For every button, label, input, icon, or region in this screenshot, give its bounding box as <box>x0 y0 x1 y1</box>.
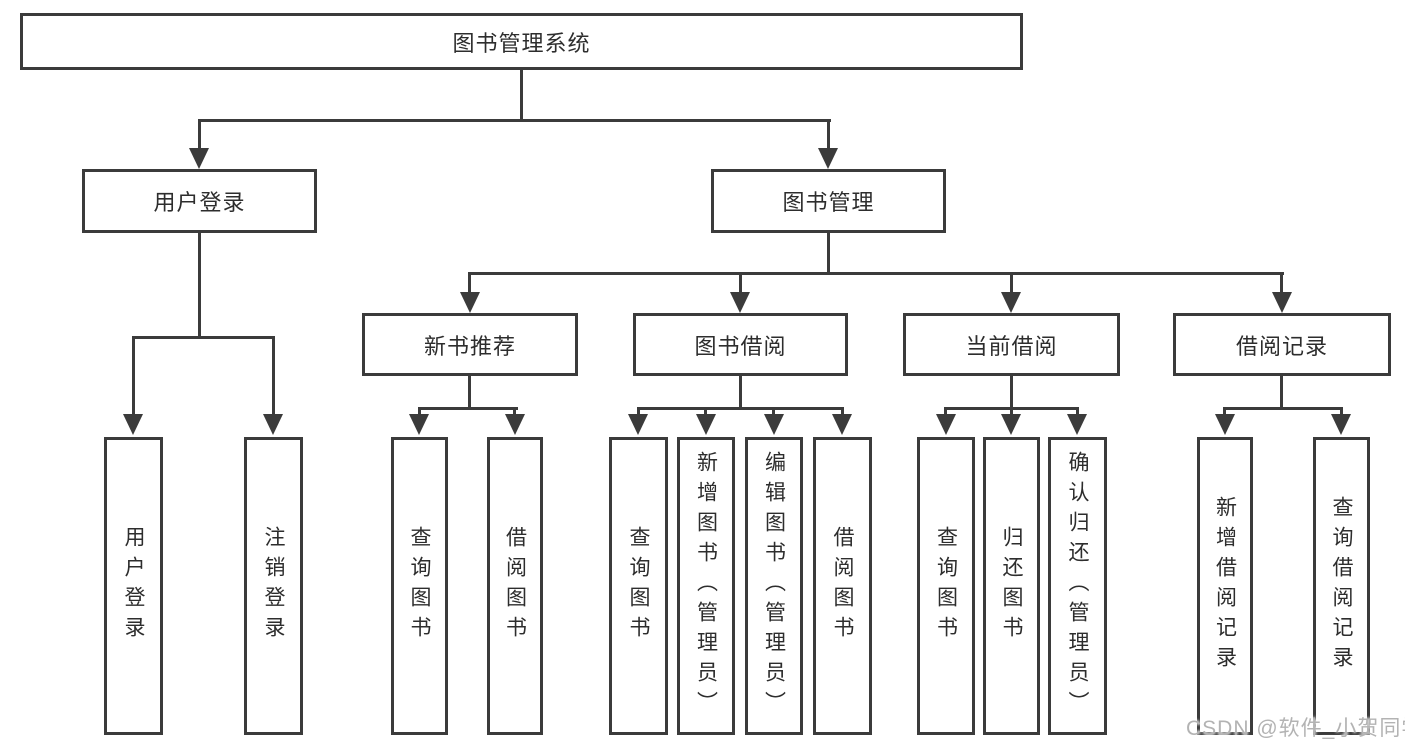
connector-arrow-stem <box>132 336 135 416</box>
connector-current-stem <box>1010 376 1013 410</box>
connector-arrow-stem <box>944 407 947 417</box>
connector-newbook-hline <box>418 407 518 410</box>
connector-arrow-stem <box>1076 407 1079 417</box>
down-arrowhead <box>460 292 480 313</box>
connector-arrow-stem <box>637 407 640 417</box>
down-arrowhead <box>818 148 838 169</box>
leaf-query-books: 查询图书 <box>391 437 448 735</box>
connector-login-hline <box>132 336 275 339</box>
connector-root-stem <box>520 70 523 122</box>
connector-arrow-stem <box>1010 407 1013 417</box>
leaf-logout: 注销登录 <box>244 437 303 735</box>
down-arrowhead <box>832 414 852 435</box>
leaf-borrow-books: 借阅图书 <box>813 437 872 735</box>
leaf-query-borrow-record: 查询借阅记录 <box>1313 437 1370 735</box>
node-book-management: 图书管理 <box>711 169 946 233</box>
connector-arrow-stem <box>468 272 471 294</box>
connector-arrow-stem <box>1280 272 1283 294</box>
leaf-query-books: 查询图书 <box>609 437 668 735</box>
leaf-query-books: 查询图书 <box>917 437 975 735</box>
leaf-add-borrow-record: 新增借阅记录 <box>1197 437 1253 735</box>
connector-arrow-stem <box>827 119 830 150</box>
connector-newbook-stem <box>468 376 471 410</box>
down-arrowhead <box>1067 414 1087 435</box>
leaf-user-login: 用户登录 <box>104 437 163 735</box>
node-current-borrowing: 当前借阅 <box>903 313 1120 376</box>
connector-arrow-stem <box>418 407 421 417</box>
connector-records-hline <box>1223 407 1343 410</box>
down-arrowhead <box>730 292 750 313</box>
down-arrowhead <box>1331 414 1351 435</box>
leaf-add-books-admin: 新增图书（管理员） <box>677 437 735 735</box>
connector-arrow-stem <box>513 407 516 417</box>
csdn-watermark: CSDN @软件_小贺同学 <box>1186 717 1405 740</box>
connector-root-hline <box>198 119 831 122</box>
down-arrowhead <box>628 414 648 435</box>
connector-arrow-stem <box>1340 407 1343 417</box>
down-arrowhead <box>1215 414 1235 435</box>
connector-mgmt-stem <box>827 233 830 275</box>
down-arrowhead <box>1272 292 1292 313</box>
connector-login-stem <box>198 233 201 338</box>
down-arrowhead <box>263 414 283 435</box>
connector-arrow-stem <box>1010 272 1013 294</box>
down-arrowhead <box>189 148 209 169</box>
connector-arrow-stem <box>1223 407 1226 417</box>
node-user-login: 用户登录 <box>82 169 317 233</box>
down-arrowhead <box>764 414 784 435</box>
connector-arrow-stem <box>739 272 742 294</box>
connector-borrow-hline <box>637 407 844 410</box>
node-new-book-recommend: 新书推荐 <box>362 313 578 376</box>
connector-arrow-stem <box>841 407 844 417</box>
connector-borrow-stem <box>739 376 742 410</box>
connector-arrow-stem <box>704 407 707 417</box>
connector-level3-hline <box>468 272 1284 275</box>
down-arrowhead <box>696 414 716 435</box>
down-arrowhead <box>123 414 143 435</box>
down-arrowhead <box>1001 414 1021 435</box>
connector-records-stem <box>1280 376 1283 410</box>
down-arrowhead <box>409 414 429 435</box>
down-arrowhead <box>505 414 525 435</box>
connector-arrow-stem <box>198 119 201 150</box>
node-borrowing-records: 借阅记录 <box>1173 313 1391 376</box>
leaf-return-books: 归还图书 <box>983 437 1040 735</box>
down-arrowhead <box>1001 292 1021 313</box>
leaf-borrow-books: 借阅图书 <box>487 437 543 735</box>
leaf-confirm-return-admin: 确认归还（管理员） <box>1048 437 1107 735</box>
node-book-borrowing: 图书借阅 <box>633 313 848 376</box>
node-library-management-system: 图书管理系统 <box>20 13 1023 70</box>
connector-arrow-stem <box>772 407 775 417</box>
connector-arrow-stem <box>272 336 275 416</box>
down-arrowhead <box>936 414 956 435</box>
leaf-edit-books-admin: 编辑图书（管理员） <box>745 437 803 735</box>
